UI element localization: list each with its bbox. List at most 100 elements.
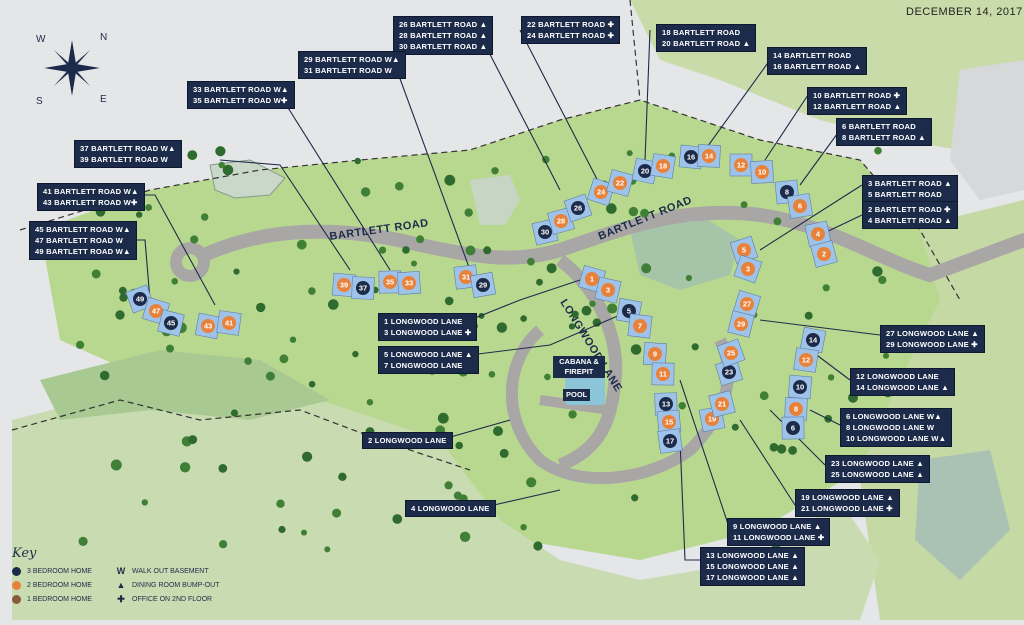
home-unit[interactable]: 6 <box>781 416 805 440</box>
tree <box>91 269 101 279</box>
lbl-26-30[interactable]: 26 BARTLETT ROAD ▲28 BARTLETT ROAD ▲30 B… <box>393 16 494 55</box>
lbl-lw-27-29[interactable]: 27 LONGWOOD LANE ▲29 LONGWOOD LANE ✚ <box>880 325 985 353</box>
home-unit[interactable]: 39 <box>331 272 357 298</box>
home-unit[interactable]: 17 <box>657 428 683 454</box>
home-unit[interactable]: 3 <box>594 276 622 304</box>
home-unit[interactable]: 10 <box>750 160 774 184</box>
poi-cabana-firepit[interactable]: CABANA & FIREPIT <box>553 356 605 378</box>
home-unit[interactable]: 25 <box>716 338 746 368</box>
home-unit[interactable]: 27 <box>732 289 762 319</box>
home-unit[interactable]: 21 <box>708 390 736 418</box>
unit-marker <box>337 278 351 292</box>
home-unit[interactable]: 9 <box>642 341 668 367</box>
address-line: 29 LONGWOOD LANE ✚ <box>886 340 978 349</box>
home-unit[interactable]: 2 <box>810 240 838 268</box>
tree <box>76 340 85 349</box>
unit-marker <box>780 185 794 199</box>
unit-number: 15 <box>665 418 673 427</box>
lbl-lw-2[interactable]: 2 LONGWOOD LANE <box>362 432 453 449</box>
lbl-10-12[interactable]: 10 BARTLETT ROAD ✚12 BARTLETT ROAD ▲ <box>807 87 908 115</box>
lbl-lw-4[interactable]: 4 LONGWOOD LANE <box>405 500 496 517</box>
address-line: 8 LONGWOOD LANE W <box>846 423 935 432</box>
address-line: 47 BARTLETT ROAD W <box>35 236 123 245</box>
lbl-lw-9-11[interactable]: 9 LONGWOOD LANE ▲11 LONGWOOD LANE ✚ <box>727 518 831 546</box>
unit-number: 11 <box>659 370 667 379</box>
lbl-lw-23-25[interactable]: 23 LONGWOOD LANE ▲25 LONGWOOD LANE ▲ <box>825 455 930 483</box>
home-unit[interactable]: 29 <box>727 310 755 338</box>
lbl-33-35[interactable]: 33 BARTLETT ROAD W▲35 BARTLETT ROAD W✚ <box>187 81 295 109</box>
unit-number: 12 <box>737 161 745 170</box>
home-unit[interactable]: 16 <box>678 144 704 170</box>
address-line: 14 BARTLETT ROAD <box>773 51 852 60</box>
home-unit[interactable]: 14 <box>799 326 827 354</box>
lbl-14-16[interactable]: 14 BARTLETT ROAD 16 BARTLETT ROAD ▲ <box>767 47 868 75</box>
home-unit[interactable]: 6 <box>787 193 813 219</box>
home-unit[interactable]: 33 <box>396 270 422 296</box>
home-unit[interactable]: 45 <box>157 309 185 337</box>
home-unit[interactable]: 41 <box>216 310 242 336</box>
lbl-lw-19-21[interactable]: 19 LONGWOOD LANE ▲21 LONGWOOD LANE ✚ <box>795 489 900 517</box>
unit-marker <box>734 158 748 172</box>
lbl-2-4[interactable]: 2 BARTLETT ROAD ✚4 BARTLETT ROAD ▲ <box>862 201 958 229</box>
lbl-41-43[interactable]: 41 BARTLETT ROAD W▲43 BARTLETT ROAD W✚ <box>37 183 145 211</box>
tree <box>827 374 835 381</box>
home-unit[interactable]: 23 <box>714 357 744 387</box>
unit-number: 9 <box>653 350 657 359</box>
address-line: 3 LONGWOOD LANE ✚ <box>384 328 472 337</box>
home-unit[interactable]: 12 <box>793 347 819 373</box>
home-unit[interactable]: 3 <box>733 254 763 284</box>
tree <box>496 322 508 333</box>
lbl-lw-13-17[interactable]: 13 LONGWOOD LANE ▲15 LONGWOOD LANE ▲17 L… <box>700 547 805 586</box>
lbl-29-31[interactable]: 29 BARTLETT ROAD W▲31 BARTLETT ROAD W <box>298 51 406 79</box>
tree <box>491 167 499 175</box>
home-unit[interactable]: 4 <box>804 220 832 248</box>
lbl-lw-5-7[interactable]: 5 LONGWOOD LANE ▲7 LONGWOOD LANE <box>378 346 479 374</box>
home-unit[interactable]: 12 <box>729 153 753 177</box>
home-unit[interactable]: 29 <box>469 271 497 299</box>
home-unit[interactable]: 43 <box>194 312 222 340</box>
unit-marker <box>722 365 736 379</box>
unit-marker <box>811 227 825 241</box>
home-unit[interactable]: 5 <box>729 235 759 265</box>
lbl-22-24[interactable]: 22 BARTLETT ROAD ✚24 BARTLETT ROAD ✚ <box>521 16 621 44</box>
unit-marker <box>662 415 676 429</box>
home-unit[interactable]: 8 <box>784 397 808 421</box>
home-unit[interactable]: 18 <box>650 153 676 179</box>
address-line: 16 BARTLETT ROAD ▲ <box>773 62 862 71</box>
home-unit[interactable]: 28 <box>547 207 575 235</box>
lbl-37-39[interactable]: 37 BARTLETT ROAD W▲39 BARTLETT ROAD W <box>74 140 182 168</box>
tree <box>218 464 228 473</box>
tree <box>685 274 693 282</box>
home-unit[interactable]: 22 <box>606 169 634 197</box>
tree <box>218 161 225 169</box>
unit-number: 29 <box>737 320 745 329</box>
home-unit[interactable]: 26 <box>563 193 593 223</box>
home-unit[interactable]: 35 <box>378 270 402 294</box>
lbl-3-5[interactable]: 3 BARTLETT ROAD ▲5 BARTLETT ROAD <box>862 175 958 203</box>
compass-point-east <box>72 64 100 72</box>
leader-lw-27-29 <box>759 319 881 336</box>
home-unit[interactable]: 37 <box>351 276 375 300</box>
home-unit[interactable]: 13 <box>654 392 678 416</box>
unit-marker <box>724 346 738 360</box>
office-icon: ✚ <box>117 593 125 604</box>
address-line: 41 BARTLETT ROAD W▲ <box>43 187 139 196</box>
home-unit[interactable]: 10 <box>787 374 813 400</box>
home-unit[interactable]: 11 <box>651 362 675 386</box>
tree <box>465 245 476 256</box>
unit-marker <box>476 278 490 292</box>
poi-pool[interactable]: POOL <box>563 389 591 401</box>
unit-marker <box>741 262 755 276</box>
home-unit[interactable]: 20 <box>631 157 659 185</box>
compass-point-ne <box>72 50 90 68</box>
home-unit[interactable]: 15 <box>656 409 682 435</box>
home-unit[interactable]: 14 <box>697 144 721 168</box>
home-unit[interactable]: 7 <box>627 313 653 339</box>
